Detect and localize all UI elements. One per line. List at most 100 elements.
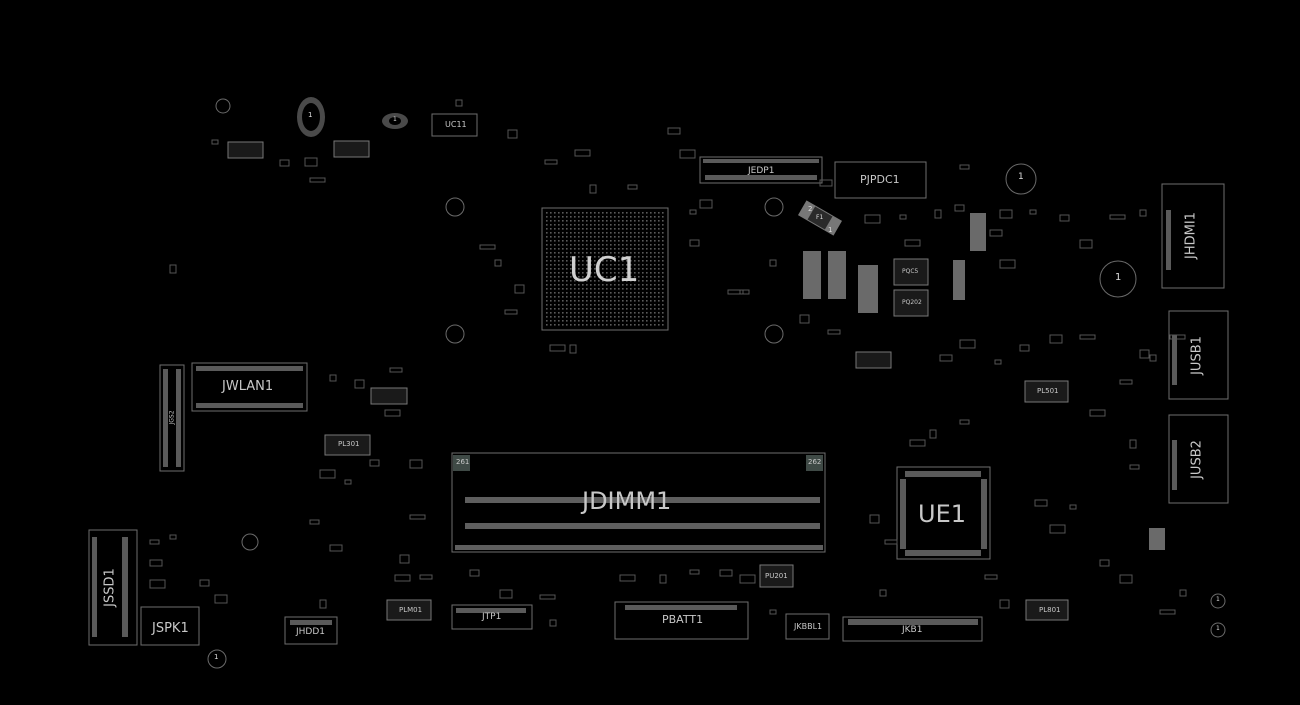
smd-part xyxy=(934,209,942,219)
smd-part xyxy=(929,429,937,439)
jusb1-outline xyxy=(1168,310,1229,400)
uc1-label: UC1 xyxy=(569,250,640,290)
smd-part xyxy=(1179,589,1187,597)
jkbbl1-outline xyxy=(785,613,830,640)
smd-part xyxy=(869,514,880,524)
jdimm1-pins xyxy=(455,497,823,550)
pl801-body xyxy=(1025,599,1069,621)
smd-part xyxy=(689,239,700,247)
jkb1-outline xyxy=(842,616,983,642)
smd-part xyxy=(1079,334,1096,340)
jtp1-label: JTP1 xyxy=(482,612,502,622)
mount-hole xyxy=(1210,622,1226,638)
smd-part xyxy=(769,609,777,615)
smd-part xyxy=(399,554,410,564)
smd-part xyxy=(959,164,970,170)
smd-part xyxy=(864,214,881,224)
jkb1-label: JKB1 xyxy=(902,625,923,635)
jhdmi1-outline xyxy=(1161,183,1225,289)
smd-part xyxy=(384,409,401,417)
smd-part xyxy=(739,574,756,584)
smd-part xyxy=(899,214,907,220)
smd-part xyxy=(544,159,558,165)
smd-part xyxy=(514,284,525,294)
smd-part xyxy=(1089,409,1106,417)
mount-hole xyxy=(215,98,231,114)
smd-part xyxy=(569,344,577,354)
smd-part xyxy=(499,589,513,599)
smd-part xyxy=(939,354,953,362)
smd-part xyxy=(1029,209,1037,215)
hole-number: 1 xyxy=(1216,625,1220,632)
jwlan1-pins-bottom xyxy=(196,403,303,408)
jssd1-pins xyxy=(122,537,128,637)
mount-hole xyxy=(445,324,465,344)
pqc5-label: PQC5 xyxy=(902,268,919,275)
pl801-label: PL801 xyxy=(1039,606,1061,614)
smd-part xyxy=(959,419,970,425)
jdimm1-pin262: 262 xyxy=(808,458,822,466)
pq202-label: PQ202 xyxy=(902,299,922,306)
smd-part xyxy=(954,204,965,212)
uc1-ball-grid xyxy=(546,212,664,326)
jtp1-outline xyxy=(451,604,533,630)
hole-number: 1 xyxy=(1018,172,1024,182)
smd-part xyxy=(479,244,496,250)
smd-part xyxy=(574,149,591,157)
pl501-label: PL501 xyxy=(1037,387,1059,395)
jkb1-pins xyxy=(848,619,978,625)
smd-part xyxy=(309,519,320,525)
ue1-label: UE1 xyxy=(918,500,966,528)
smd-part xyxy=(1079,239,1093,249)
smd-part xyxy=(959,339,976,349)
smd-part xyxy=(689,569,700,575)
smd-part xyxy=(659,574,667,584)
smd-part xyxy=(619,574,636,582)
standoff-large xyxy=(297,97,408,137)
smd-part xyxy=(739,289,750,295)
jdimm1-latch-pads xyxy=(453,455,823,471)
smd-part xyxy=(667,127,681,135)
jwlan1-pins-top xyxy=(196,366,303,371)
smd-part xyxy=(319,599,327,609)
smd-part xyxy=(909,439,926,447)
jedp1-pins xyxy=(705,175,817,180)
smd-part xyxy=(504,309,518,315)
smd-part xyxy=(904,239,921,247)
smd-part xyxy=(994,359,1002,365)
jkbbl1-label: JKBBL1 xyxy=(794,622,823,631)
smd-part xyxy=(1139,349,1150,359)
smd-part xyxy=(1099,559,1110,567)
jspk1-outline xyxy=(140,606,200,646)
jusb1-label: JUSB1 xyxy=(1189,336,1205,375)
smd-part xyxy=(727,289,744,295)
smd-part xyxy=(879,589,887,597)
hole-number: 1 xyxy=(1216,596,1220,603)
smd-part xyxy=(999,259,1016,269)
smd-part xyxy=(211,139,219,145)
jusb2-label: JUSB2 xyxy=(1189,440,1205,479)
smd-part xyxy=(149,559,163,567)
smd-part xyxy=(394,574,411,582)
jdimm1-outline xyxy=(451,452,826,553)
smd-part xyxy=(769,259,777,267)
jssd1-outline xyxy=(88,529,138,646)
smd-part xyxy=(1149,354,1157,362)
smd-part xyxy=(507,129,518,139)
smd-part xyxy=(699,199,713,209)
smd-part xyxy=(169,534,177,540)
jusb2-outline xyxy=(1168,414,1229,504)
smd-part xyxy=(1129,439,1137,449)
pl501-body xyxy=(1024,380,1069,403)
jspk1-label: JSPK1 xyxy=(152,621,189,636)
smd-part xyxy=(329,374,337,382)
smd-part xyxy=(819,179,833,187)
smd-part xyxy=(149,579,166,589)
smd-components xyxy=(149,99,1187,627)
hole-number: 1 xyxy=(393,116,397,123)
mount-hole xyxy=(1099,260,1137,298)
mount-hole xyxy=(1210,593,1226,609)
smd-part xyxy=(344,479,352,485)
smd-part xyxy=(354,379,365,389)
